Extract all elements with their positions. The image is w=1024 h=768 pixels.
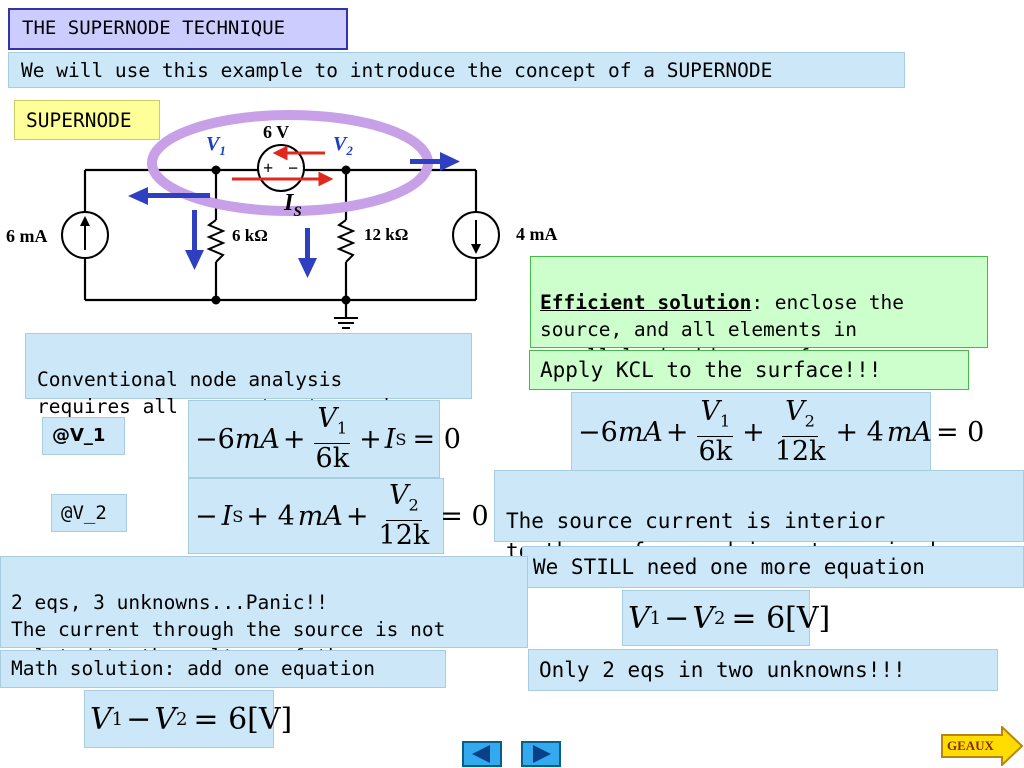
right-source-label: 4 mA bbox=[516, 224, 558, 244]
previous-slide-button[interactable] bbox=[462, 741, 502, 767]
panic-box: 2 eqs, 3 unknowns...Panic!! The current t… bbox=[0, 556, 528, 668]
geaux-arrow-icon bbox=[941, 726, 1024, 766]
intro-text: We will use this example to introduce th… bbox=[8, 52, 905, 88]
at-v2-label: @V_2 bbox=[51, 494, 127, 532]
geaux-button[interactable]: GEAUX bbox=[940, 726, 1024, 766]
current-source-6ma bbox=[61, 211, 109, 259]
next-slide-button[interactable] bbox=[521, 741, 561, 767]
page-title: THE SUPERNODE TECHNIQUE bbox=[8, 8, 348, 50]
circuit-nodes bbox=[211, 165, 351, 305]
current-source-4ma bbox=[452, 211, 500, 259]
apply-kcl-box: Apply KCL to the surface!!! bbox=[529, 350, 969, 390]
efficient-solution-text: : enclose the bbox=[751, 291, 904, 314]
circuit-wires bbox=[83, 168, 478, 318]
still-need-box: We STILL need one more equation bbox=[522, 546, 1024, 588]
resistor-6k-label: 6 kΩ bbox=[232, 226, 268, 245]
circuit-diagram: + − 6 V V1 V2 IS 6 mA 4 mA 6 kΩ 12 kΩ bbox=[6, 110, 558, 329]
voltage-source-label: 6 V bbox=[263, 122, 289, 142]
right-triangle-icon bbox=[533, 745, 551, 763]
efficient-solution-box: Efficient solution: enclose the source, … bbox=[530, 256, 988, 368]
math-solution-box: Math solution: add one equation bbox=[0, 650, 446, 688]
geaux-label: GEAUX bbox=[947, 738, 994, 753]
node-v1-label: V1 bbox=[206, 133, 226, 158]
source-current-label: IS bbox=[283, 190, 302, 220]
panic-line1: 2 eqs, 3 unknowns...Panic!! bbox=[11, 591, 328, 614]
conventional-line1: Conventional node analysis bbox=[37, 368, 343, 391]
ground-icon bbox=[334, 317, 358, 329]
svg-text:+: + bbox=[263, 158, 273, 178]
resistor-6k bbox=[206, 219, 226, 263]
supernode-label: SUPERNODE bbox=[14, 100, 160, 140]
only-two-box: Only 2 eqs in two unknowns!!! bbox=[528, 649, 998, 691]
interior-line1: The source current is interior bbox=[506, 509, 886, 533]
efficient-solution-line2: source, and all elements in bbox=[540, 318, 857, 341]
at-v1-label: @V_1 bbox=[42, 417, 125, 455]
node-v2-label: V2 bbox=[333, 133, 353, 158]
left-triangle-icon bbox=[472, 745, 490, 763]
branch-current-arrows bbox=[128, 152, 460, 278]
panic-line2: The current through the source is not bbox=[11, 618, 446, 641]
resistor-12k bbox=[336, 219, 356, 263]
resistor-12k-label: 12 kΩ bbox=[364, 225, 408, 244]
source-current-arrows bbox=[232, 145, 334, 187]
efficient-solution-heading: Efficient solution bbox=[540, 291, 752, 314]
left-source-label: 6 mA bbox=[6, 226, 48, 246]
svg-text:−: − bbox=[288, 158, 298, 178]
